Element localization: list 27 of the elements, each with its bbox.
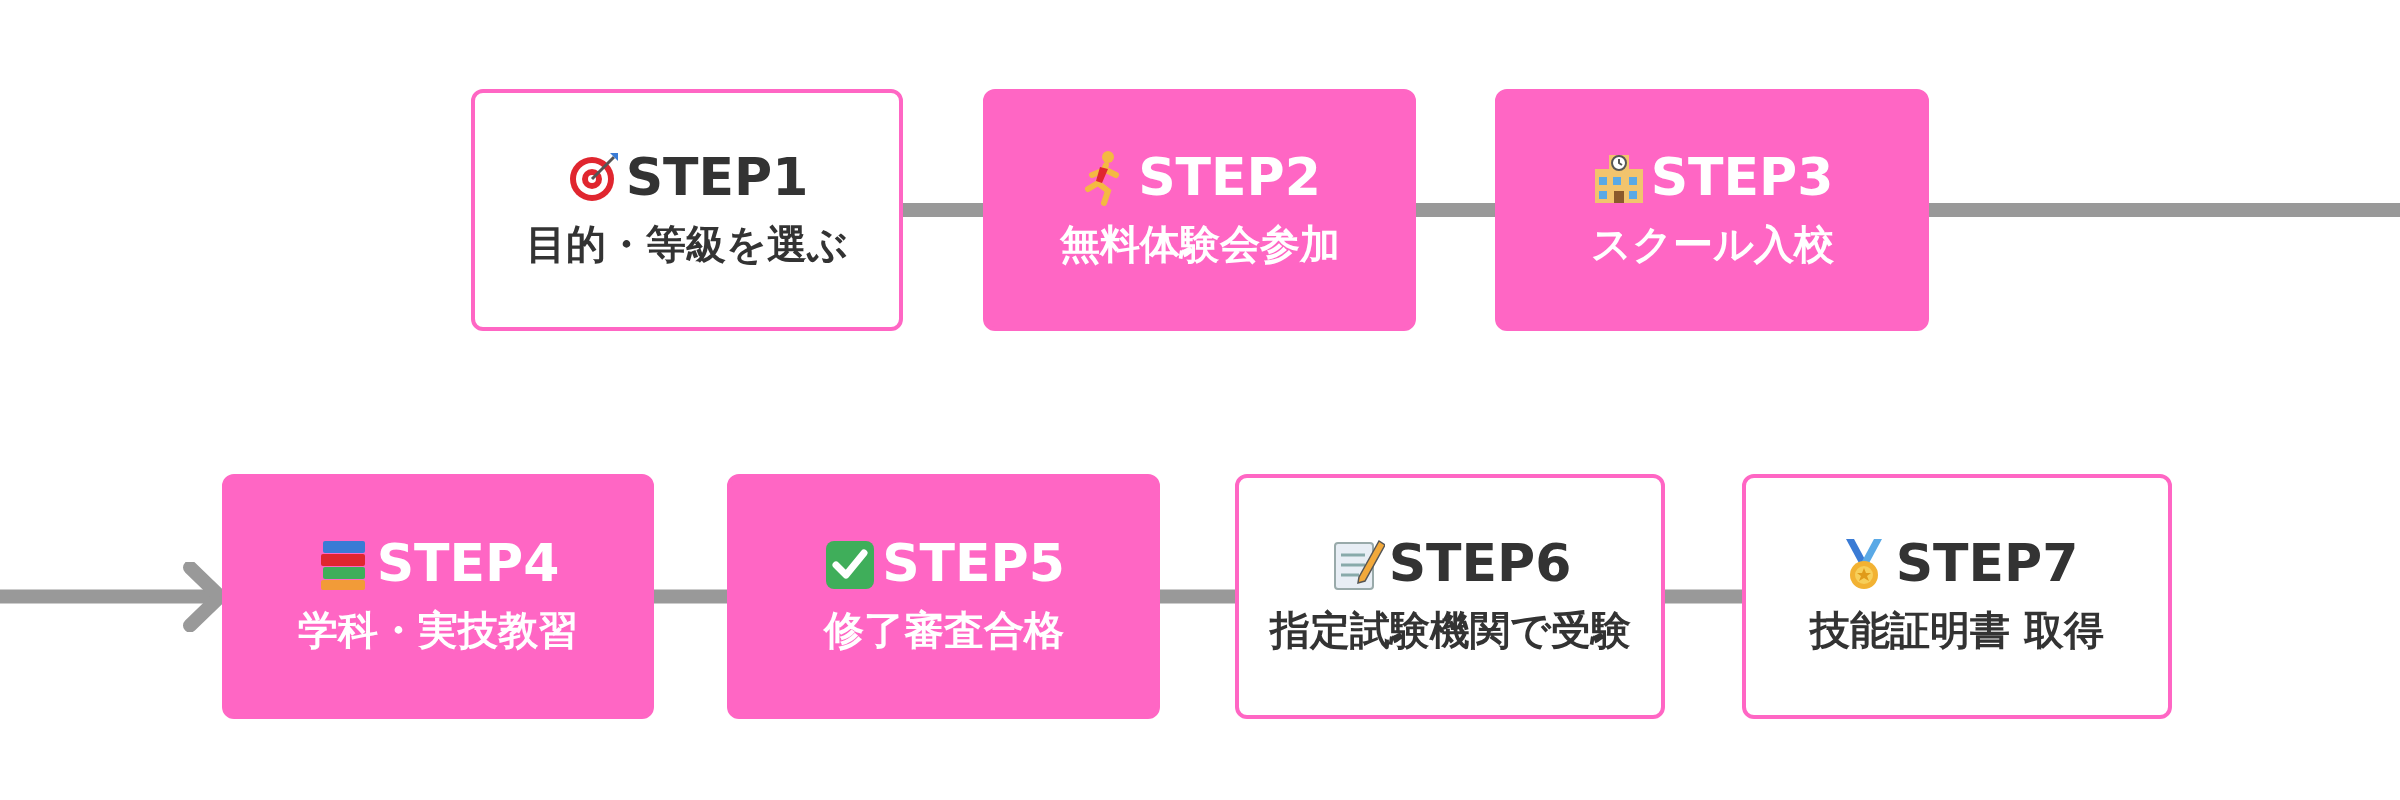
- step-description: 目的・等級を選ぶ: [526, 219, 848, 269]
- step-title: STEP5: [882, 535, 1065, 593]
- step-box: [1495, 89, 1929, 331]
- step-description: 技能証明書 取得: [1810, 606, 2104, 655]
- step-title: STEP3: [1650, 148, 1834, 207]
- connector-line: [1929, 203, 2400, 217]
- step-description: 学科・実技教習: [298, 606, 578, 655]
- step-box: [983, 89, 1416, 331]
- step-title: STEP2: [1138, 148, 1321, 207]
- step-title: STEP6: [1388, 535, 1572, 593]
- connector-line: [903, 203, 983, 217]
- step-box: [1235, 474, 1665, 719]
- connector-line: [1416, 203, 1495, 217]
- connector-line: [1160, 589, 1235, 604]
- step-box: [222, 474, 654, 719]
- step-box: [1742, 474, 2172, 719]
- connector-line: [654, 589, 727, 604]
- connector-line: [1665, 589, 1742, 604]
- step-box: [471, 89, 903, 331]
- step-title: STEP1: [625, 148, 809, 207]
- step-box: [727, 474, 1160, 719]
- step-description: 無料体験会参加: [1059, 219, 1340, 269]
- step-title: STEP7: [1895, 535, 2079, 593]
- step-title: STEP4: [376, 535, 560, 593]
- step-description: スクール入校: [1590, 219, 1834, 269]
- step-description: 修了審査合格: [823, 606, 1064, 655]
- step-description: 指定試験機関で受験: [1269, 606, 1631, 655]
